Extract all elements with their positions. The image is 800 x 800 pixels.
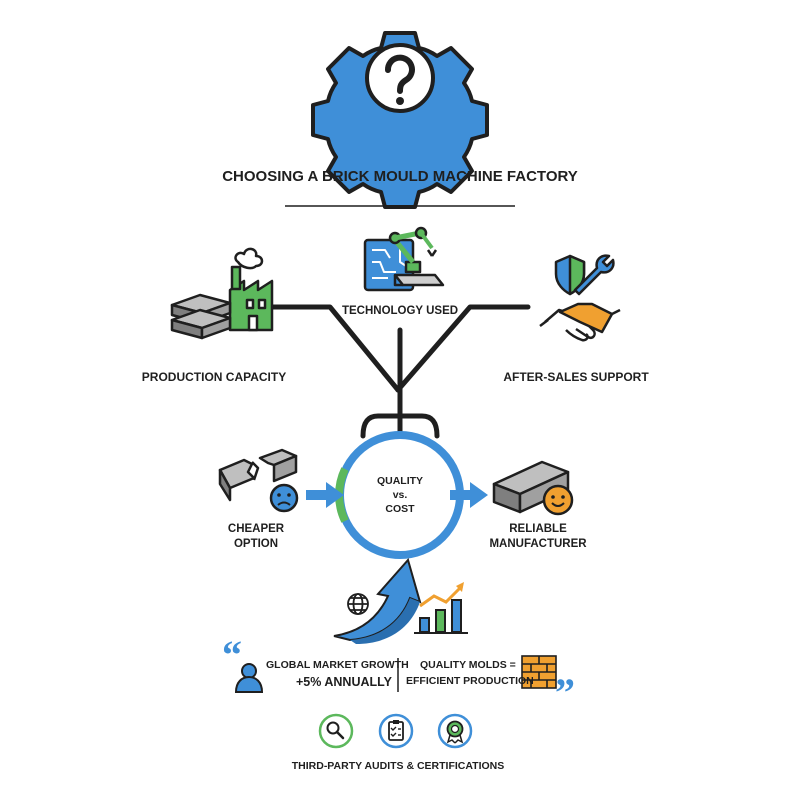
- magnifier-icon: [318, 713, 354, 749]
- factor-technology-label: TECHNOLOGY USED: [341, 305, 459, 317]
- factor-production-label: PRODUCTION CAPACITY: [141, 370, 287, 384]
- gear-question-icon: [311, 31, 489, 209]
- center-vs-label: vs.: [392, 489, 408, 501]
- quote-growth-line1: GLOBAL MARKET GROWTH: [266, 659, 409, 671]
- robot-arm-circuit-icon: [363, 226, 445, 292]
- cheaper-option-line2: OPTION: [233, 538, 279, 550]
- person-icon: [234, 663, 264, 693]
- center-quality-label: QUALITY: [376, 475, 424, 487]
- certificate-badge-icon: [437, 713, 473, 749]
- quote-molds-line2: EFFICIENT PRODUCTION: [406, 675, 534, 687]
- globe-icon: [347, 593, 369, 615]
- footer-label: THIRD-PARTY AUDITS & CERTIFICATIONS: [291, 760, 505, 772]
- open-quote-icon: “: [222, 632, 242, 677]
- broken-brick-sad-icon: [218, 448, 299, 513]
- tree-connector: [267, 304, 531, 453]
- reliable-manufacturer-line1: RELIABLE: [509, 523, 567, 535]
- factory-bricks-icon: [170, 247, 274, 340]
- close-quote-icon: ”: [555, 670, 575, 715]
- handshake-shield-wrench-icon: [539, 254, 621, 342]
- brick-wall-icon: [521, 655, 557, 689]
- factor-support-label: AFTER-SALES SUPPORT: [503, 370, 649, 384]
- reliable-manufacturer-line2: MANUFACTURER: [489, 538, 587, 550]
- comparison-arrows: [306, 482, 488, 508]
- cheaper-option-line1: CHEAPER: [227, 523, 285, 535]
- center-cost-label: COST: [385, 503, 415, 515]
- quote-molds-line1: QUALITY MOLDS =: [420, 659, 516, 671]
- quote-growth-line2: +5% ANNUALLY: [296, 675, 392, 689]
- bar-chart-growth-icon: [414, 582, 468, 634]
- clipboard-checklist-icon: [378, 713, 414, 749]
- brick-smiley-icon: [492, 460, 574, 516]
- page-title: CHOOSING A BRICK MOULD MACHINE FACTORY: [222, 168, 578, 185]
- arrow-up-curve-icon: [333, 557, 422, 644]
